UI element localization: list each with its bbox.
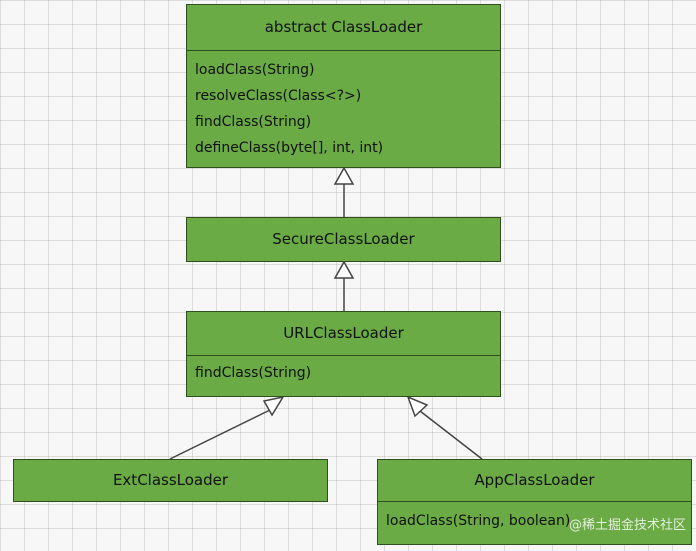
method-list: findClass(String) (187, 356, 500, 386)
class-divider (187, 355, 500, 356)
class-name-secureclassloader: SecureClassLoader (272, 230, 415, 248)
class-divider (187, 50, 500, 51)
class-box-urlclassloader: URLClassLoader findClass(String) (186, 311, 501, 397)
method-loadclass: loadClass(String) (195, 62, 315, 78)
method-defineclass: defineClass(byte[], int, int) (195, 140, 384, 156)
inheritance-arrowhead-url-left (262, 395, 285, 417)
inheritance-line-app-url (419, 410, 483, 460)
method-loadclass: loadClass(String, boolean) (386, 513, 571, 529)
inheritance-line-ext-url (169, 409, 271, 460)
method-list: loadClass(String) resolveClass(Class<?>)… (187, 51, 500, 161)
class-name-appclassloader: AppClassLoader (474, 471, 595, 489)
method-resolveclass: resolveClass(Class<?>) (195, 88, 362, 104)
class-name-extclassloader: ExtClassLoader (112, 471, 229, 489)
method-findclass: findClass(String) (195, 365, 312, 381)
class-name-urlclassloader: URLClassLoader (283, 324, 404, 342)
class-name-classloader: abstract ClassLoader (264, 18, 423, 36)
method-findclass: findClass(String) (195, 114, 312, 130)
class-box-appclassloader: AppClassLoader loadClass(String, boolean… (377, 459, 692, 545)
class-divider (378, 501, 691, 502)
class-box-extclassloader: ExtClassLoader (13, 459, 328, 502)
class-box-classloader: abstract ClassLoader loadClass(String) r… (186, 4, 501, 168)
inheritance-arrowhead-url-right (406, 395, 429, 418)
class-box-secureclassloader: SecureClassLoader (186, 217, 501, 262)
watermark: @稀土掘金技术社区 (568, 518, 686, 533)
inheritance-arrowhead-classloader (333, 166, 355, 185)
method-list: loadClass(String, boolean) (378, 502, 691, 534)
inheritance-arrowhead-secure (333, 260, 355, 279)
